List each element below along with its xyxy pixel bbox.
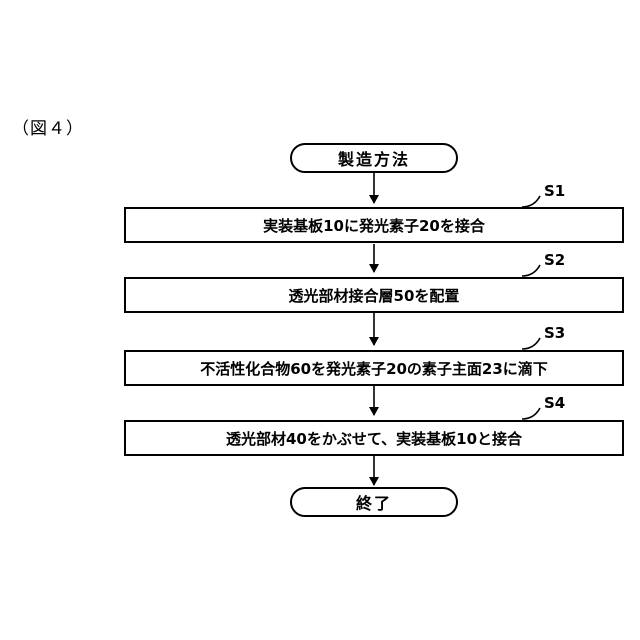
start-terminal: 製造方法 [290, 143, 458, 173]
leader-s4 [522, 408, 540, 419]
process-text-s1: 実装基板10に発光素子20を接合 [263, 215, 485, 236]
leader-s2 [522, 265, 540, 276]
process-box-s3: 不活性化合物60を発光素子20の素子主面23に滴下 [124, 350, 624, 386]
arrowhead-5 [369, 477, 379, 486]
process-text-s2: 透光部材接合層50を配置 [289, 285, 460, 306]
step-label-s4: S4 [544, 394, 565, 412]
step-label-s2: S2 [544, 251, 565, 269]
end-terminal: 終了 [290, 487, 458, 517]
process-text-s3: 不活性化合物60を発光素子20の素子主面23に滴下 [200, 358, 548, 379]
process-text-s4: 透光部材40をかぶせて、実装基板10と接合 [226, 428, 522, 449]
arrowhead-1 [369, 195, 379, 204]
process-box-s2: 透光部材接合層50を配置 [124, 277, 624, 313]
process-box-s1: 実装基板10に発光素子20を接合 [124, 207, 624, 243]
arrowhead-4 [369, 407, 379, 416]
step-label-s1: S1 [544, 182, 565, 200]
end-label: 終了 [356, 490, 392, 514]
start-label: 製造方法 [338, 146, 410, 170]
step-label-s3: S3 [544, 324, 565, 342]
process-box-s4: 透光部材40をかぶせて、実装基板10と接合 [124, 420, 624, 456]
arrowhead-3 [369, 337, 379, 346]
arrowhead-2 [369, 264, 379, 273]
leader-s1 [522, 196, 540, 207]
leader-s3 [522, 338, 540, 349]
